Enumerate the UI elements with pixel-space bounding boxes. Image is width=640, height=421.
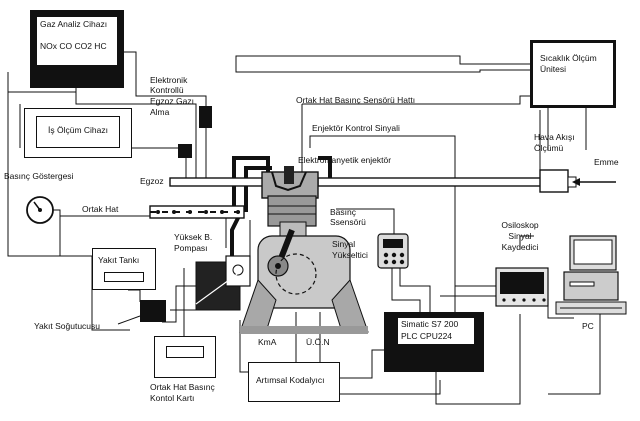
exhaust-intake-pipes <box>169 177 549 187</box>
fuel-tank-gauge <box>104 272 144 282</box>
pressure-sensor-label-2: Ssensörü <box>330 217 366 227</box>
fuel-tank-label: Yakıt Tankı <box>98 255 140 265</box>
temp-unit-label-2: Ünitesi <box>540 64 566 74</box>
fuel-tank-box <box>92 248 156 290</box>
oscilloscope-label-3: Kaydedici <box>501 242 539 252</box>
rail-card-display <box>166 346 204 358</box>
engine <box>239 166 369 334</box>
pressure-sensor-label-1: Basınç <box>330 207 356 217</box>
signal-wires <box>7 51 601 405</box>
signal-amp-label-1: Sinyal <box>332 239 356 249</box>
gas-analyzer-values: NOx CO CO2 HC <box>40 41 107 51</box>
ecu-gas-label-1: Elektronik <box>150 75 188 85</box>
injector-control-signal-label: Enjektör Kontrol Sinyali <box>312 123 400 133</box>
injector-label: Elektromanyetik enjektör <box>298 155 392 165</box>
ecu-gas-label-3: Egzoz Gazı <box>150 96 194 106</box>
air-flow-meter <box>539 169 616 193</box>
pressure-sensor-device <box>377 233 409 269</box>
air-flow-label-2: Ölçümü <box>534 143 564 153</box>
hp-pump-label-2: Pompası <box>174 243 208 253</box>
exhaust-label: Egzoz <box>140 176 164 186</box>
rail-card-label-2: Kontol Kartı <box>150 393 195 403</box>
ecu-gas-label-4: Alma <box>150 107 170 117</box>
pressure-gauge-dial <box>26 196 54 224</box>
gas-analyzer-title: Gaz Analiz Cihazı <box>40 19 108 29</box>
work-measurement-inner <box>36 116 120 148</box>
pc-label: PC <box>582 321 594 331</box>
hp-pump-label-1: Yüksek B. <box>174 232 213 242</box>
rail-card-label-1: Ortak Hat Basınç <box>150 382 215 392</box>
oscilloscope-label-1: Osiloskop <box>501 220 539 230</box>
common-rail <box>149 205 245 219</box>
fuel-cooler-label: Yakıt Soğutucusu <box>34 321 100 331</box>
crank-angle-label: KmA <box>258 337 277 347</box>
plc-label-1: Simatic S7 200 <box>401 319 459 329</box>
plc-label-panel <box>398 318 474 344</box>
oscilloscope-device <box>495 267 549 307</box>
plc-label-2: PLC CPU224 <box>401 331 453 341</box>
air-flow-label-1: Hava Akışı <box>534 132 575 142</box>
exhaust-probe-block <box>178 144 192 158</box>
fuel-cooler-block <box>140 300 166 322</box>
ecu-gas-label-2: Kontrollü <box>150 85 184 95</box>
signal-amp-label-2: Yükseltici <box>332 250 368 260</box>
tdc-label: Ü.Ö.N <box>306 337 330 347</box>
pc-device <box>555 235 627 315</box>
temp-unit-label-1: Sıcaklık Ölçüm <box>540 53 597 63</box>
ecu-gas-sampler-block <box>199 106 212 128</box>
temp-unit-inner <box>532 42 614 106</box>
pressure-gauge-label: Basınç Göstergesi <box>4 171 74 181</box>
encoder-box <box>248 362 340 402</box>
common-rail-label: Ortak Hat <box>82 204 119 214</box>
rail-pressure-sensor-line-label: Ortak Hat Basınç Sensörü Hattı <box>296 95 416 105</box>
work-measurement-label: İş Ölçüm Cihazı <box>48 125 108 135</box>
intake-label: Emme <box>594 157 619 167</box>
encoder-label: Artımsal Kodalyıcı <box>256 375 325 385</box>
gas-analyzer-display <box>36 16 118 66</box>
high-pressure-pump <box>195 255 251 311</box>
oscilloscope-label-2: Sinyal <box>508 231 532 241</box>
